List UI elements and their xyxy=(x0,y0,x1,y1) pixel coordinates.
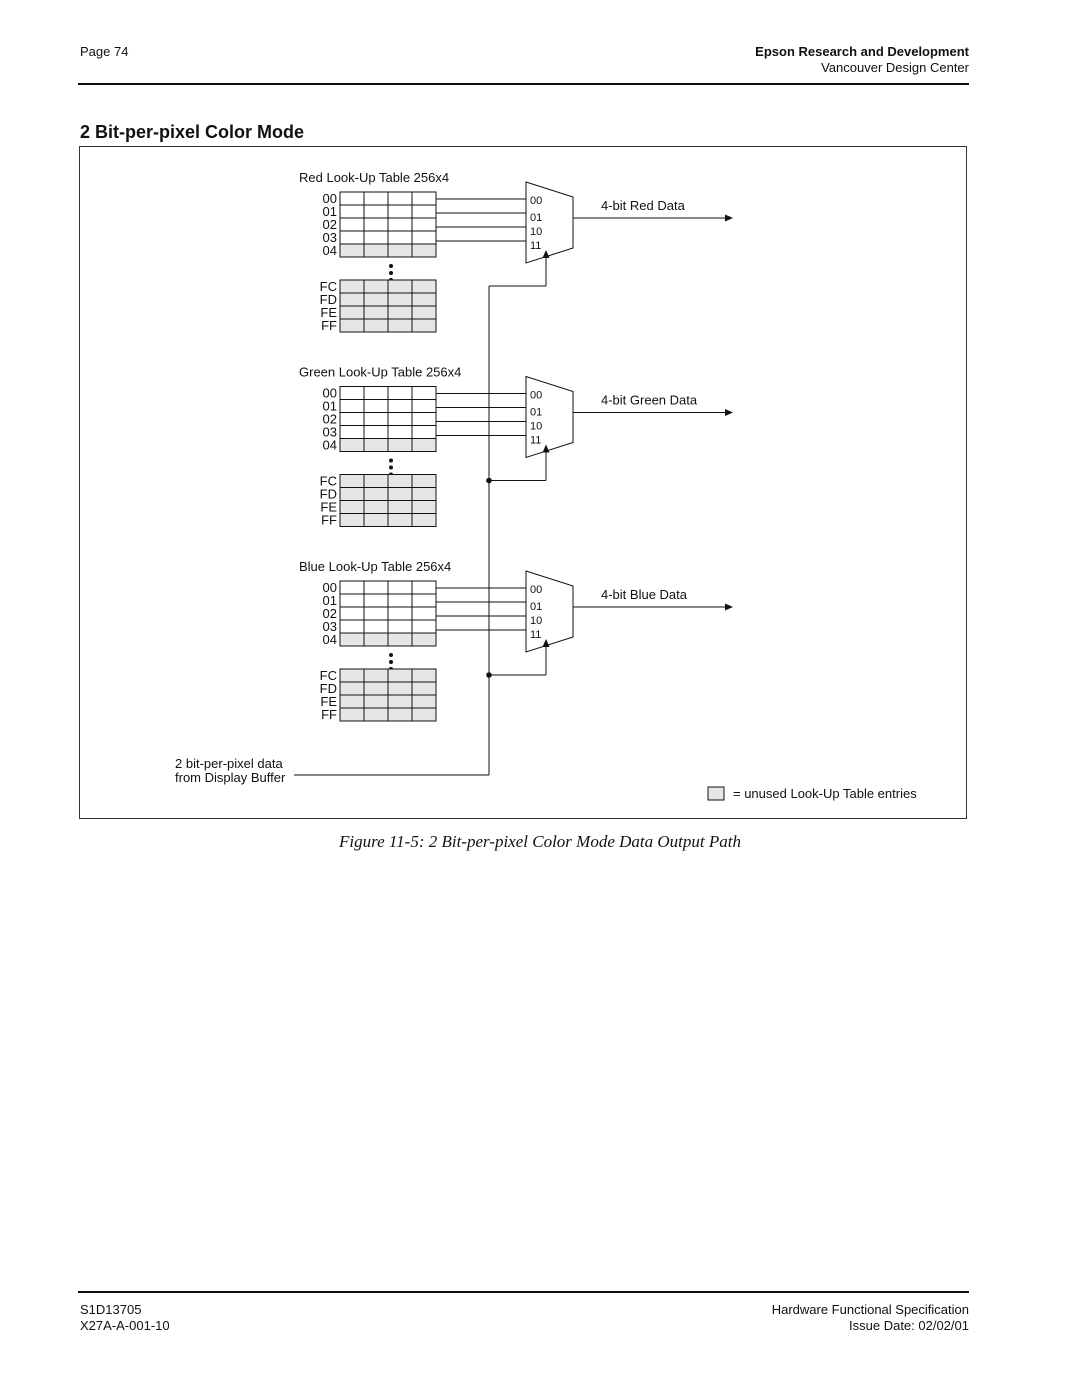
green-lut-row-label: FF xyxy=(321,513,337,528)
legend-text: = unused Look-Up Table entries xyxy=(733,786,917,801)
lut-data-path-diagram: Red Look-Up Table 256x40001020304FCFDFEF… xyxy=(175,170,917,801)
green-mux-input-label: 01 xyxy=(530,407,542,419)
blue-lut-row-label: FD xyxy=(320,681,337,696)
input-label-line2: from Display Buffer xyxy=(175,770,286,785)
red-mux-input-label: 11 xyxy=(530,240,541,252)
red-lut-row-label: 01 xyxy=(323,204,337,219)
doc-number: S1D13705 xyxy=(80,1302,142,1317)
blue-lut-row-label: 03 xyxy=(323,619,337,634)
green-lut-row-label: FC xyxy=(320,474,337,489)
green-lut-row-label: 01 xyxy=(323,399,337,414)
blue-output-label: 4-bit Blue Data xyxy=(601,587,688,602)
blue-lut-row-label: 01 xyxy=(323,593,337,608)
red-select-arrow xyxy=(542,250,550,258)
green-lut-title: Green Look-Up Table 256x4 xyxy=(299,365,461,380)
green-output-label: 4-bit Green Data xyxy=(601,393,698,408)
blue-lut-title: Blue Look-Up Table 256x4 xyxy=(299,559,451,574)
blue-select-arrow xyxy=(542,639,550,647)
red-lut-row-label: FE xyxy=(320,305,337,320)
red-lut-row-label: 03 xyxy=(323,230,337,245)
red-lut-row-label: FD xyxy=(320,292,337,307)
footer-rule xyxy=(78,1291,969,1293)
blue-lut-row-label: 00 xyxy=(323,580,337,595)
green-lut-row-label: 04 xyxy=(323,438,337,453)
green-mux-input-label: 11 xyxy=(530,435,541,447)
red-lut-row-label: 00 xyxy=(323,191,337,206)
blue-lut-row-label: FF xyxy=(321,707,337,722)
input-label-line1: 2 bit-per-pixel data xyxy=(175,756,283,771)
header-company-block: Epson Research and Development Vancouver… xyxy=(755,44,969,76)
red-lut-row-label: FC xyxy=(320,279,337,294)
blue-mux-input-label: 11 xyxy=(530,629,541,641)
company-name: Epson Research and Development xyxy=(755,44,969,59)
figure-frame xyxy=(79,146,967,819)
green-lut-row-label: FE xyxy=(320,500,337,515)
department-name: Vancouver Design Center xyxy=(821,60,969,75)
doc-code: X27A-A-001-10 xyxy=(80,1318,170,1333)
red-lut-ellipsis-dot xyxy=(389,264,393,268)
red-mux-input-label: 00 xyxy=(530,195,542,207)
header-rule xyxy=(78,83,969,85)
page-number: Page 74 xyxy=(80,44,129,59)
red-mux-input-label: 01 xyxy=(530,212,542,224)
red-lut-title: Red Look-Up Table 256x4 xyxy=(299,170,449,185)
green-lut-ellipsis-dot xyxy=(389,458,393,463)
red-output-arrow xyxy=(725,214,733,222)
blue-mux xyxy=(525,570,574,653)
blue-lut-row-label: 04 xyxy=(323,632,337,647)
issue-date: Issue Date: 02/02/01 xyxy=(849,1318,969,1333)
blue-mux-input-label: 10 xyxy=(530,615,542,627)
blue-lut-ellipsis-dot xyxy=(389,660,393,664)
red-lut-row-label: 02 xyxy=(323,217,337,232)
red-mux-input-label: 10 xyxy=(530,226,542,238)
red-lut-row-label: FF xyxy=(321,318,337,333)
blue-mux-input-label: 01 xyxy=(530,601,542,613)
green-output-arrow xyxy=(725,409,733,416)
red-lut-ellipsis-dot xyxy=(389,271,393,275)
blue-lut-ellipsis-dot xyxy=(389,653,393,657)
green-mux-input-label: 00 xyxy=(530,390,542,402)
blue-mux-input-label: 00 xyxy=(530,584,542,596)
blue-output-arrow xyxy=(725,603,733,611)
green-lut-row-label: 02 xyxy=(323,412,337,427)
red-output-label: 4-bit Red Data xyxy=(601,198,686,213)
green-lut-ellipsis-dot xyxy=(389,465,393,470)
legend-unused-swatch xyxy=(707,786,725,801)
footer-left: S1D13705 X27A-A-001-10 xyxy=(80,1302,170,1334)
blue-lut-row-label: 02 xyxy=(323,606,337,621)
red-mux xyxy=(525,181,574,264)
green-lut-row-label: FD xyxy=(320,487,337,502)
figure-caption: Figure 11-5: 2 Bit-per-pixel Color Mode … xyxy=(339,832,741,851)
footer-right: Hardware Functional Specification Issue … xyxy=(772,1302,969,1334)
green-lut-row-label: 03 xyxy=(323,425,337,440)
doc-title: Hardware Functional Specification xyxy=(771,1302,969,1317)
section-title: 2 Bit-per-pixel Color Mode xyxy=(80,122,305,142)
green-mux xyxy=(525,375,574,459)
green-lut-row-label: 00 xyxy=(323,386,337,401)
blue-lut-row-label: FE xyxy=(320,694,337,709)
green-select-arrow xyxy=(542,444,550,453)
blue-lut-row-label: FC xyxy=(320,668,337,683)
red-lut-row-label: 04 xyxy=(323,243,337,258)
green-mux-input-label: 10 xyxy=(530,421,542,433)
